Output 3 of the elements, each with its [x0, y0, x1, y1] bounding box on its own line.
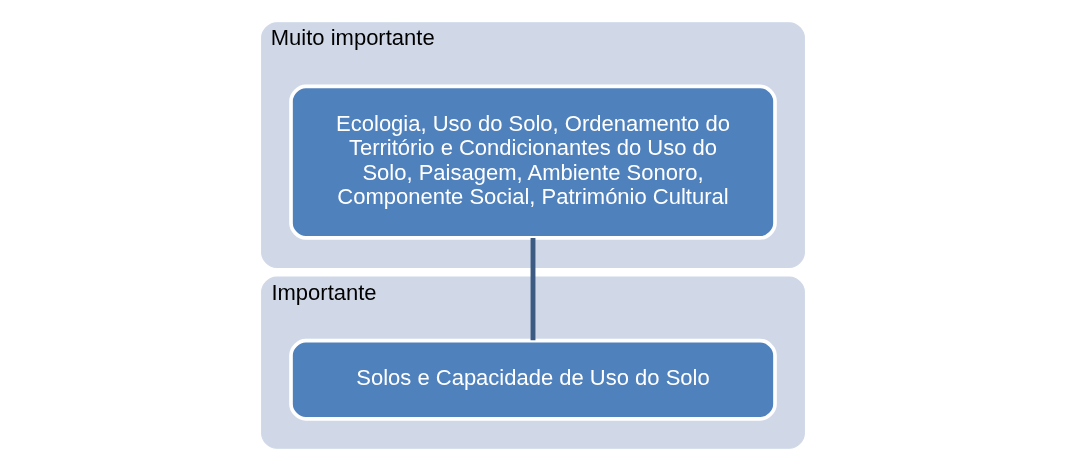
connector	[530, 238, 536, 341]
node-box: Ecologia, Uso do Solo, Ordenamento do Território e Condicionantes do Uso do Solo, Paisagem, Ambiente Sonoro, Componente Social, Património Cultural	[289, 84, 777, 240]
node-box: Solos e Capacidade de Uso do Solo	[289, 338, 777, 421]
